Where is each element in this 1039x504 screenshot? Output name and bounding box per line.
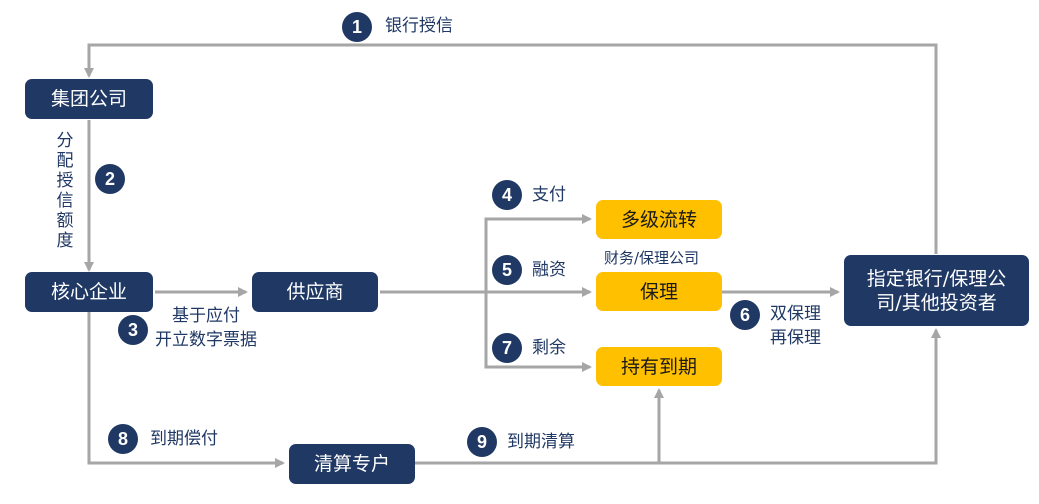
node-group-company: 集团公司 — [25, 79, 153, 119]
node-multi-level-circulation: 多级流转 — [596, 200, 722, 239]
node-factoring: 保理 — [596, 272, 722, 311]
sublabel-finance-factoring-company: 财务/保理公司 — [604, 249, 700, 267]
step-6-badge: 6 — [730, 300, 760, 330]
step-4-badge: 4 — [492, 180, 522, 210]
step-6-label-line1: 双保理 — [770, 304, 821, 324]
step-3-badge: 3 — [118, 315, 148, 345]
step-7-badge: 7 — [492, 333, 522, 363]
connector-to-multilevel — [484, 214, 592, 292]
step-9-label: 到期清算 — [507, 432, 575, 452]
node-supplier: 供应商 — [252, 272, 378, 312]
step-5-badge: 5 — [492, 255, 522, 285]
step-8-badge: 8 — [108, 424, 138, 454]
step-9-badge: 9 — [467, 427, 497, 457]
node-hold-to-maturity: 持有到期 — [596, 347, 722, 386]
connector-to-hold — [484, 292, 592, 372]
step-1-label: 银行授信 — [385, 16, 453, 36]
step-3-label-line1: 基于应付 — [172, 306, 240, 326]
connector-core-to-clearing — [87, 312, 285, 468]
step-6-label-line2: 再保理 — [770, 328, 821, 348]
connector-credit-loop — [84, 43, 938, 254]
node-clearing-account: 清算专户 — [289, 444, 415, 484]
connector-clearing-to-bank — [659, 328, 941, 465]
step-2-label: 分配授信额度 — [56, 131, 74, 251]
step-4-label: 支付 — [532, 185, 566, 205]
step-8-label: 到期偿付 — [150, 429, 218, 449]
step-7-label: 剩余 — [532, 338, 566, 358]
node-core-enterprise: 核心企业 — [25, 272, 153, 312]
step-5-label: 融资 — [532, 260, 566, 280]
step-1-badge: 1 — [342, 12, 372, 42]
node-designated-bank: 指定银行/保理公司/其他投资者 — [844, 255, 1029, 326]
step-2-badge: 2 — [95, 164, 125, 194]
step-3-label-line2: 开立数字票据 — [155, 330, 257, 350]
